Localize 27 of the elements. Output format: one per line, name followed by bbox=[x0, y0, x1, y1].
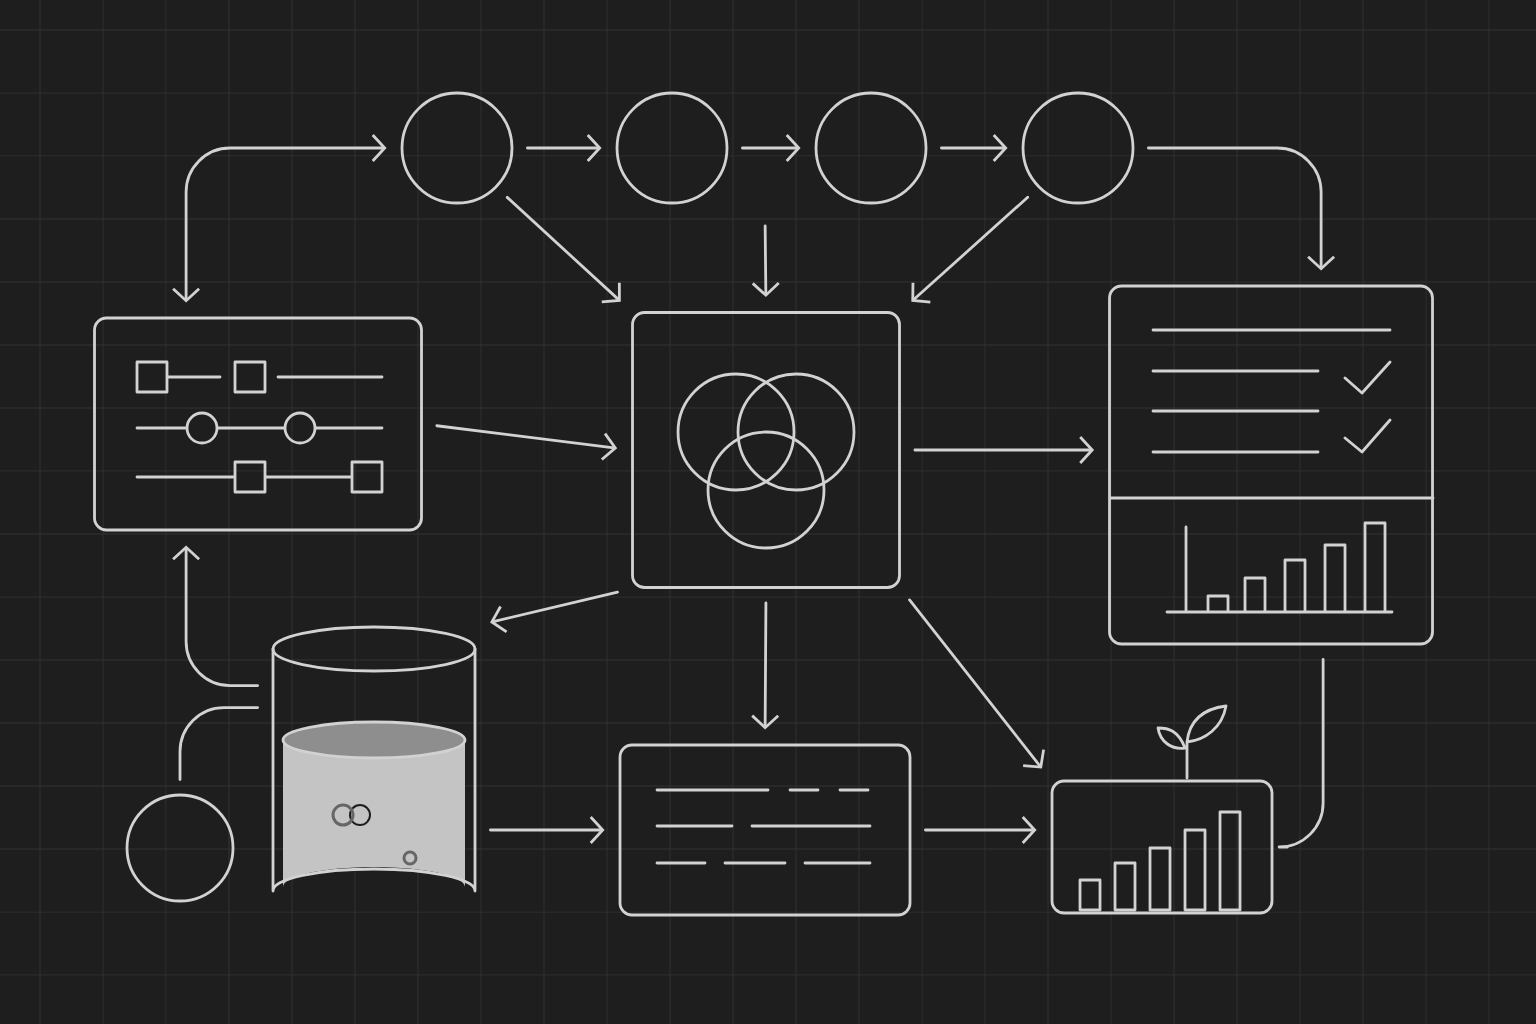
circle-node bbox=[814, 91, 928, 205]
arrow bbox=[940, 134, 1008, 162]
arrow bbox=[911, 195, 1030, 304]
arrow bbox=[751, 224, 780, 298]
arrow bbox=[172, 134, 387, 303]
panel-box bbox=[1050, 779, 1274, 915]
arrow bbox=[751, 601, 780, 730]
arrow bbox=[489, 816, 605, 844]
arrow bbox=[526, 134, 602, 162]
circle-node bbox=[1021, 91, 1135, 205]
circle-node bbox=[125, 793, 235, 903]
arrow bbox=[435, 424, 618, 461]
panel-box bbox=[631, 311, 901, 589]
panel-box bbox=[93, 316, 423, 532]
arrow bbox=[924, 816, 1037, 844]
arrow bbox=[908, 598, 1045, 769]
panel-box bbox=[1108, 284, 1434, 646]
circle-node bbox=[400, 91, 514, 205]
cylinder-drawing bbox=[271, 625, 477, 893]
arrow bbox=[505, 195, 621, 304]
panel-box bbox=[618, 743, 912, 917]
arrow bbox=[490, 590, 619, 633]
arrow bbox=[1147, 146, 1336, 271]
circle-node bbox=[615, 91, 729, 205]
arrow bbox=[172, 545, 259, 687]
arrow bbox=[741, 134, 801, 162]
arrow bbox=[913, 436, 1095, 464]
